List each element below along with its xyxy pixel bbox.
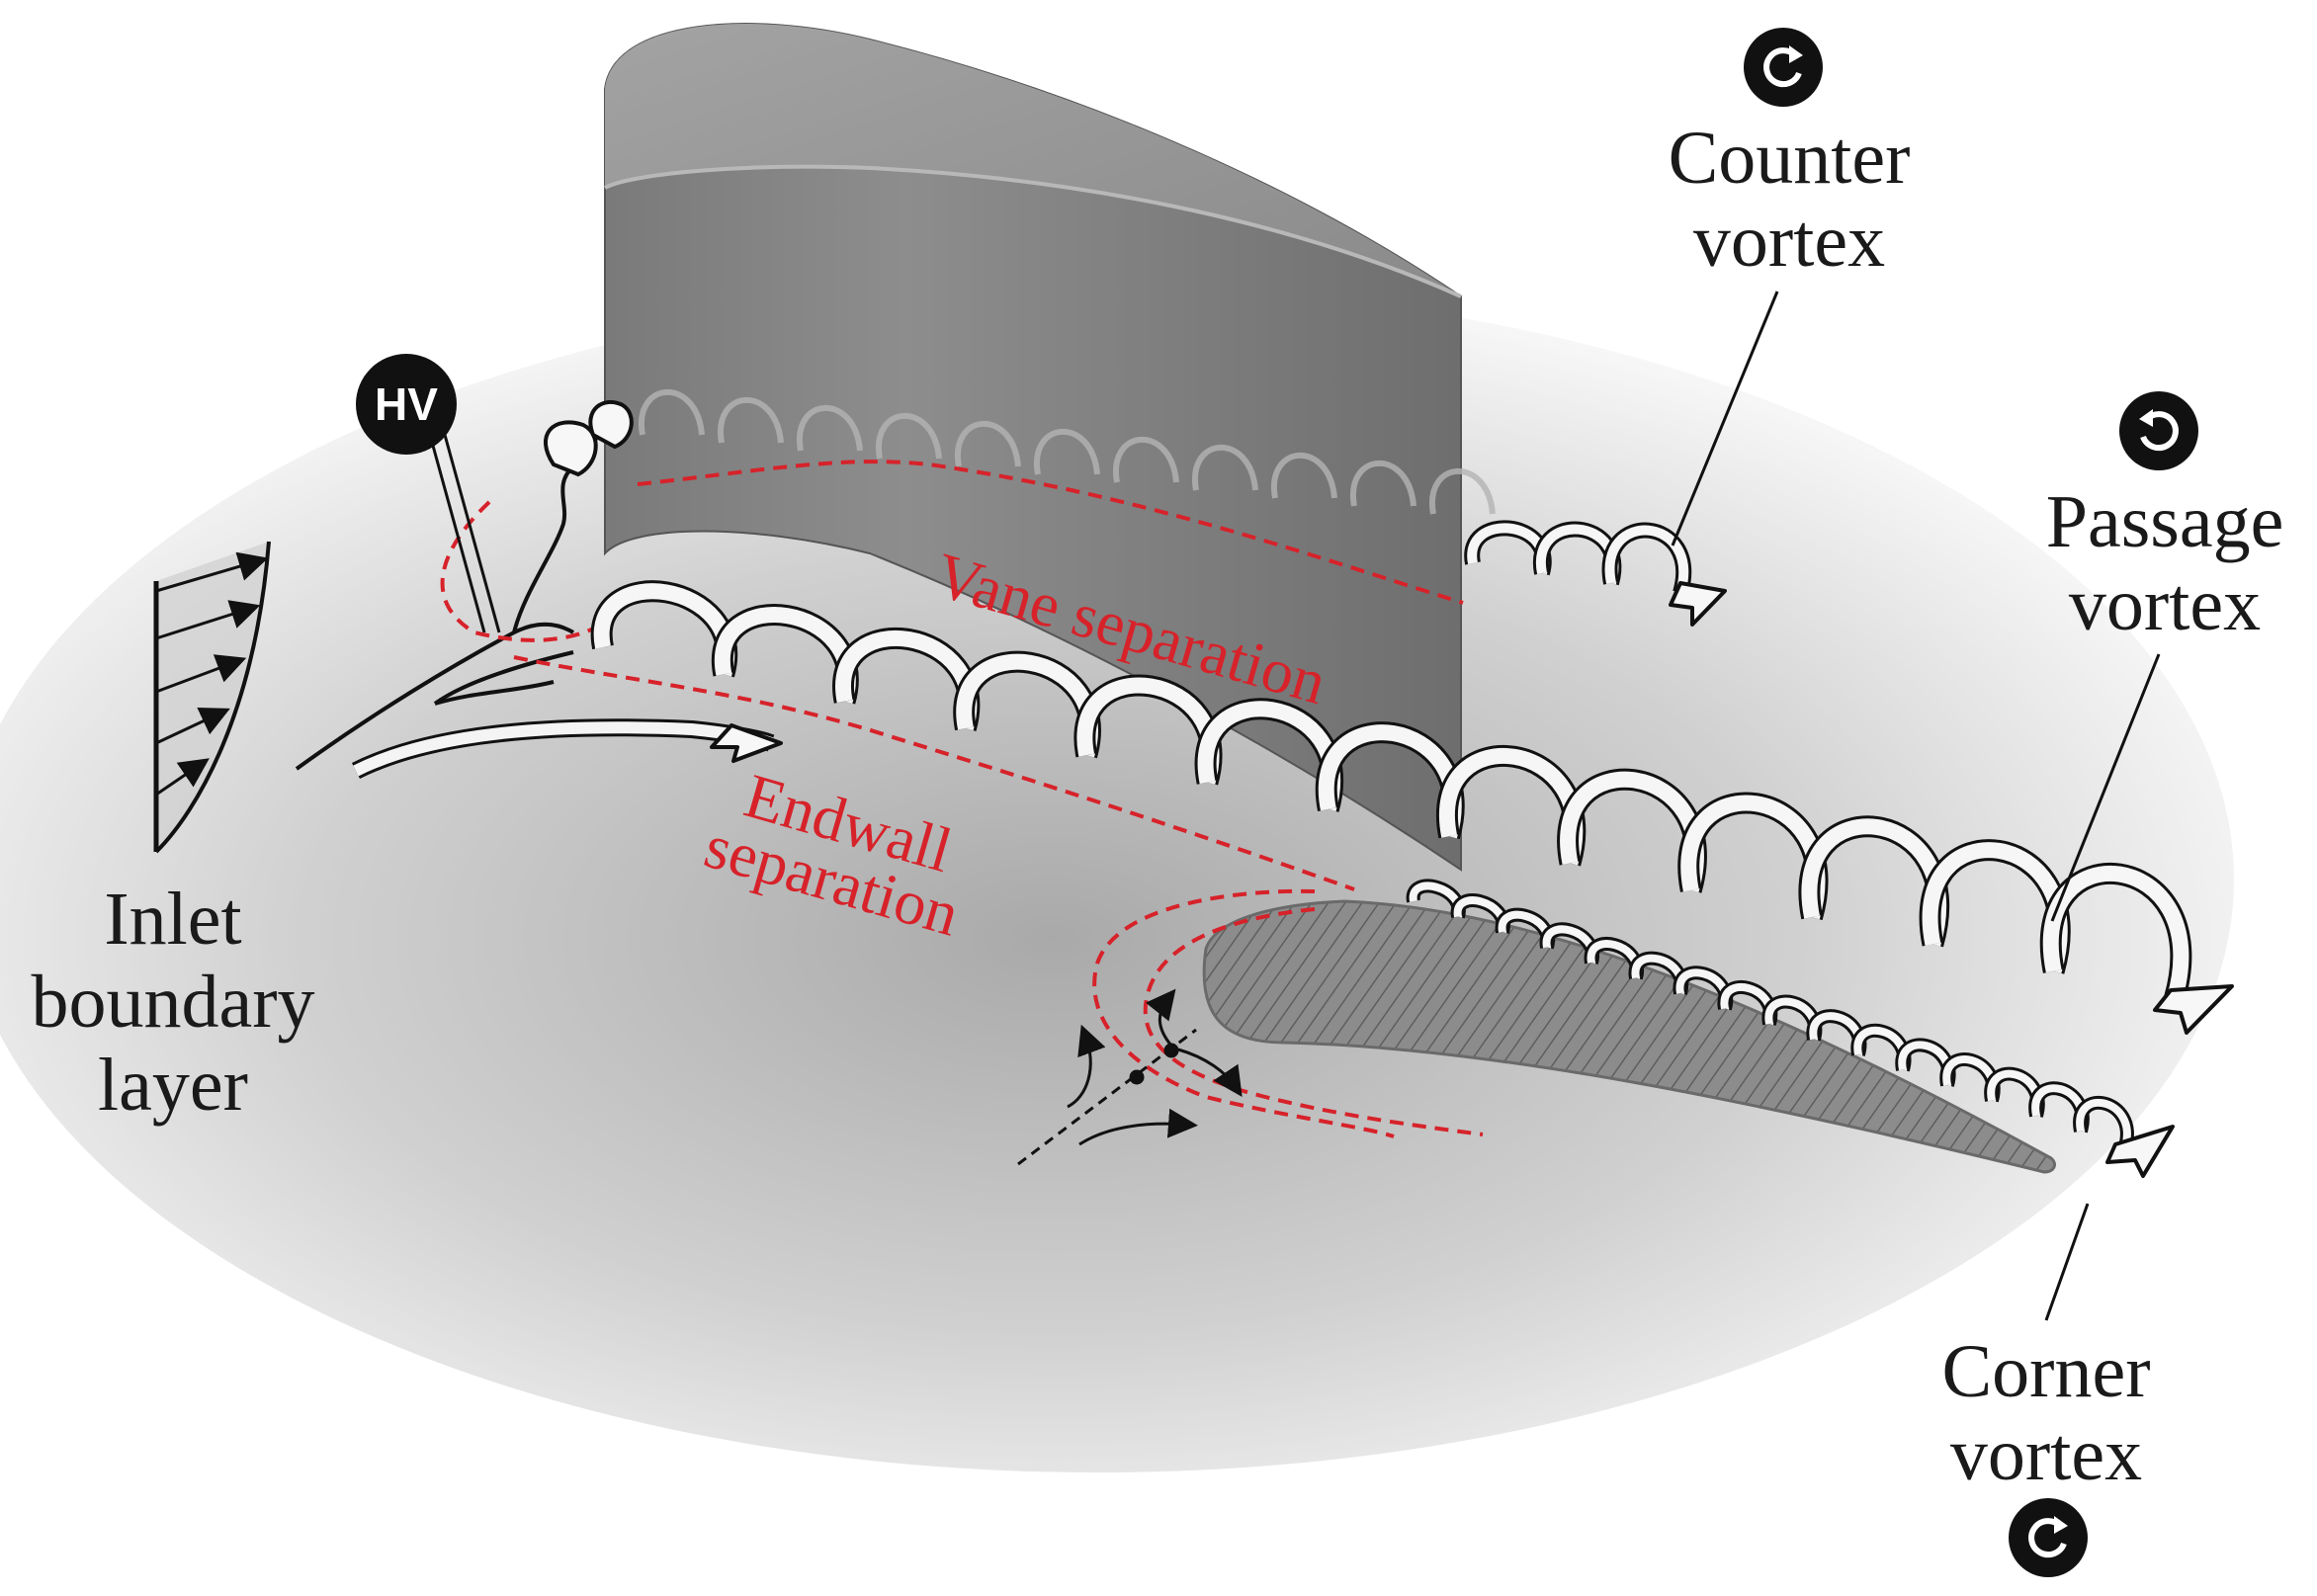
horseshoe-vortex-badge: HV bbox=[356, 354, 457, 455]
corner-vortex-loop-fill bbox=[2076, 1099, 2131, 1148]
faint-loop bbox=[796, 404, 863, 452]
faint-loop bbox=[954, 420, 1021, 467]
leader-lines bbox=[428, 291, 2161, 1321]
profile-arrow bbox=[155, 654, 247, 694]
faint-loop bbox=[1033, 428, 1100, 475]
flow-arrowheads bbox=[710, 581, 2234, 1178]
passage-vortex-ribbon bbox=[590, 580, 2192, 1002]
saddle-point-streamlines bbox=[1017, 988, 1243, 1166]
airfoil-section bbox=[1202, 899, 2056, 1174]
faint-loop bbox=[1428, 467, 1496, 515]
profile-arrow bbox=[155, 708, 230, 745]
faint-loop bbox=[875, 412, 942, 460]
passage-vortex-rotation-icon bbox=[2119, 391, 2198, 470]
faint-loop bbox=[1349, 460, 1416, 507]
faint-loop bbox=[1270, 452, 1337, 499]
faint-loop bbox=[717, 396, 784, 444]
corner-vortex-rotation-icon bbox=[2009, 1498, 2088, 1577]
counter-vortex-trace bbox=[638, 388, 1496, 515]
faint-loop bbox=[638, 388, 705, 436]
counter-vortex-ribbon bbox=[1464, 520, 1692, 596]
counter-vortex-loop-fill bbox=[1604, 525, 1689, 595]
corner-vortex-ribbon bbox=[1406, 879, 2134, 1148]
profile-arrow bbox=[155, 551, 269, 593]
vane-blade bbox=[604, 23, 1462, 872]
separation-lines bbox=[440, 460, 1484, 1138]
profile-arrow bbox=[155, 758, 210, 797]
profile-arrow bbox=[155, 600, 261, 640]
inlet-boundary-layer-profile bbox=[153, 541, 271, 854]
horseshoe-vortex-loops bbox=[543, 399, 634, 477]
faint-loop bbox=[1112, 436, 1179, 483]
faint-loop bbox=[1191, 444, 1258, 491]
counter-vortex-rotation-icon bbox=[1744, 28, 1823, 107]
